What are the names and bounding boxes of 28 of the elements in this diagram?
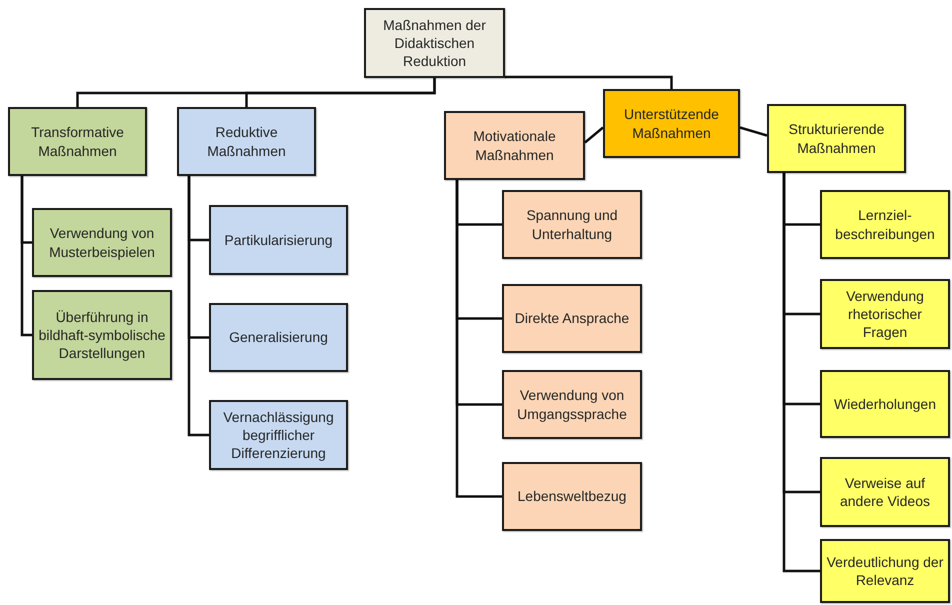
item-box: Wiederholungen [820, 370, 950, 438]
item-box: Spannung und Unterhaltung [502, 190, 642, 259]
connector-line [245, 78, 436, 107]
item-box: Überführung in bildhaft-symbolische Darstellungen [32, 290, 172, 380]
item-box: Direkte Ansprache [502, 284, 642, 353]
connector-line [188, 176, 209, 436]
category-box: Unterstützende Maßnahmen [603, 89, 740, 158]
item-box: Lebensweltbezug [502, 462, 642, 531]
item-box: Verwendung rhetorischer Fragen [820, 279, 950, 349]
item-box: Verweise auf andere Videos [820, 457, 950, 527]
connector-line [456, 180, 502, 498]
connector-line [782, 173, 820, 572]
item-box: Verdeutlichung der Relevanz [820, 539, 950, 603]
item-box: Partikularisierung [209, 205, 348, 275]
item-box: Lernziel-beschreibungen [820, 190, 950, 259]
connector-line [20, 176, 32, 336]
item-box: Generalisierung [209, 303, 348, 372]
category-box: Reduktive Maßnahmen [177, 107, 316, 176]
item-box: Vernachlässigung begrifflicher Differenzierung [209, 400, 348, 470]
category-box: Strukturierende Maßnahmen [767, 104, 906, 173]
root-box: Maßnahmen der Didaktischen Reduktion [364, 8, 505, 78]
category-box: Motivationale Maßnahmen [444, 111, 585, 180]
connector-line [505, 76, 673, 89]
item-box: Verwendung von Umgangssprache [502, 370, 642, 439]
connector-line [584, 126, 604, 144]
connector-line [740, 126, 768, 137]
category-box: Transformative Maßnahmen [8, 107, 147, 176]
item-box: Verwendung von Musterbeispielen [32, 208, 172, 277]
